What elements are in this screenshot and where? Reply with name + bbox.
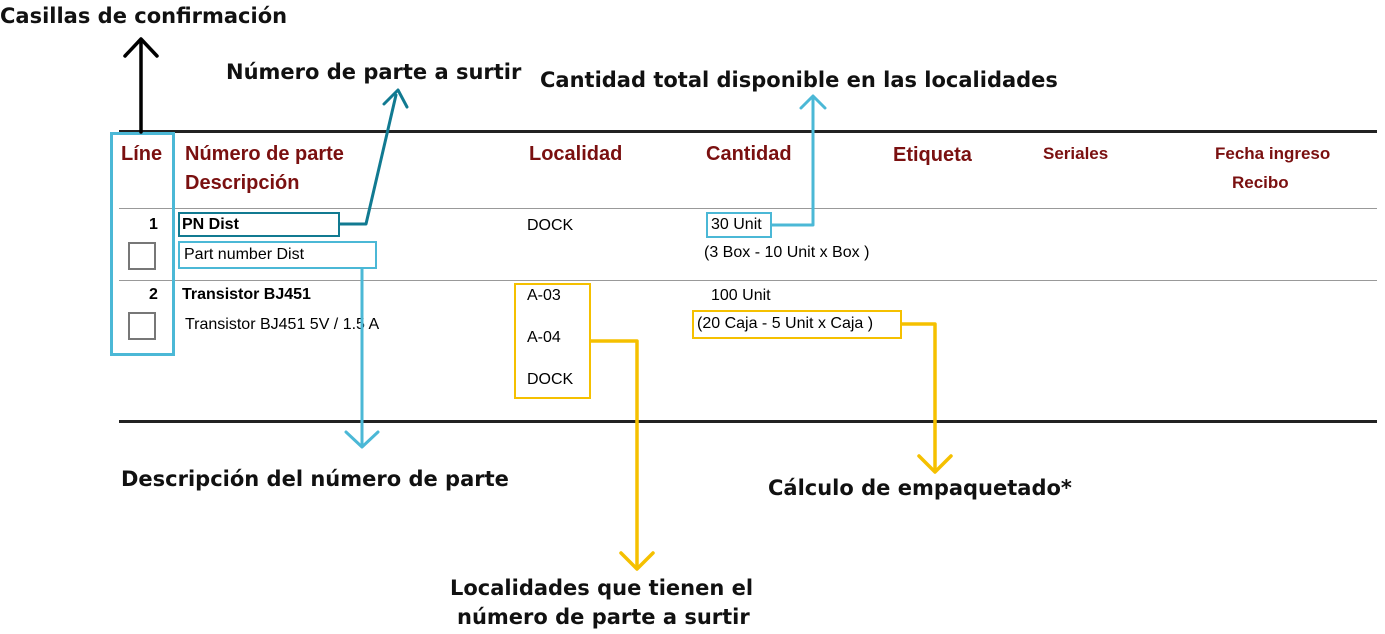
- line-column-highlight: [110, 132, 175, 356]
- header-part-number: Número de parte: [185, 143, 344, 165]
- row1-part-number: PN Dist: [182, 216, 239, 233]
- table-bottom-rule: [119, 420, 1377, 423]
- row2-quantity: 100 Unit: [711, 287, 771, 304]
- row2-line-number: 2: [149, 286, 158, 303]
- row1-quantity: 30 Unit: [711, 216, 762, 233]
- description-highlight: [178, 241, 377, 269]
- header-line: Líne: [121, 143, 163, 165]
- arrow-packing: [900, 322, 953, 474]
- arrow-total-quantity: [770, 94, 827, 227]
- row2-location-1: A-03: [527, 287, 561, 304]
- row1-line-number: 1: [149, 216, 158, 233]
- table-top-rule: [119, 130, 1377, 133]
- row2-location-3: DOCK: [527, 371, 574, 388]
- row-divider: [119, 280, 1377, 281]
- callout-checkboxes: Casillas de confirmación: [0, 4, 288, 28]
- header-receipt: Recibo: [1232, 173, 1289, 192]
- arrow-part-number: [338, 88, 409, 226]
- header-date-received: Fecha ingreso: [1215, 144, 1331, 163]
- row1-packing: (3 Box - 10 Unit x Box ): [704, 244, 870, 261]
- header-quantity: Cantidad: [706, 143, 792, 165]
- header-divider: [119, 208, 1377, 209]
- row2-packing: (20 Caja - 5 Unit x Caja ): [697, 315, 874, 332]
- callout-total-quantity: Cantidad total disponible en las localid…: [540, 68, 1058, 92]
- header-description: Descripción: [185, 172, 300, 194]
- arrow-checkboxes: [123, 37, 159, 134]
- row2-location-2: A-04: [527, 329, 561, 346]
- header-serials: Seriales: [1043, 144, 1109, 163]
- row2-description: Transistor BJ451 5V / 1.5 A: [185, 316, 380, 333]
- row2-checkbox[interactable]: [128, 312, 156, 340]
- row2-part-number: Transistor BJ451: [182, 286, 311, 303]
- row1-description: Part number Dist: [184, 246, 305, 263]
- callout-packing: Cálculo de empaquetado*: [768, 476, 1072, 500]
- arrow-locations: [589, 339, 655, 571]
- arrow-description: [344, 267, 380, 449]
- callout-part-number: Número de parte a surtir: [226, 60, 522, 84]
- callout-locations-line1: Localidades que tienen el: [450, 576, 754, 600]
- row1-location: DOCK: [527, 217, 574, 234]
- header-label: Etiqueta: [893, 144, 972, 166]
- row1-checkbox[interactable]: [128, 242, 156, 270]
- callout-description: Descripción del número de parte: [121, 467, 509, 491]
- callout-locations-line2: número de parte a surtir: [457, 605, 750, 629]
- header-location: Localidad: [529, 143, 623, 165]
